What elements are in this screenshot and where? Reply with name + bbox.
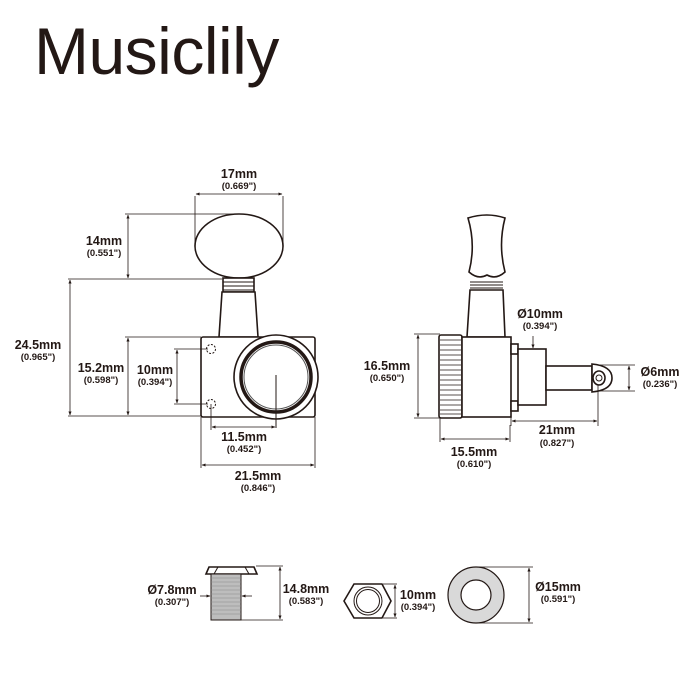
tuner-knob-front [194, 213, 284, 279]
string-post-side [545, 365, 593, 391]
bushing-side [517, 348, 547, 406]
dim-nut-size-in: (0.394") [401, 602, 436, 613]
tuner-knob-side [467, 214, 506, 278]
dim-knob-width-mm: 17mm [221, 167, 257, 181]
housing-side [461, 336, 512, 418]
dim-bushing-diameter-mm: Ø10mm [517, 307, 563, 321]
dim-bushing-height-in: (0.583") [289, 596, 324, 607]
dim-housing-height-in: (0.598") [84, 375, 119, 386]
dim-knob-height-mm: 14mm [86, 234, 122, 248]
dim-gear-height-mm: 16.5mm [364, 359, 411, 373]
knob-shaft-front [218, 291, 259, 338]
dim-hole-to-post-in: (0.452") [227, 444, 262, 455]
knob-collar-side [470, 281, 503, 289]
dim-bushing-diameter-mm: Ø7.8mm [147, 583, 196, 597]
brand-logo: Musiclily [34, 14, 279, 88]
dim-nut-size-mm: 10mm [400, 588, 436, 602]
dim-bushing-diameter-in: (0.394") [523, 321, 558, 332]
knob-shaft-side [466, 289, 506, 338]
dim-housing-height-mm: 15.2mm [78, 361, 125, 375]
dim-bushing-diameter-in: (0.307") [155, 597, 190, 608]
bushing-flange [204, 566, 259, 575]
dim-bushing-height-mm: 14.8mm [283, 582, 330, 596]
bushing-threaded-body [210, 573, 242, 621]
dim-housing-width-in: (0.846") [241, 483, 276, 494]
front-view: 17mm (0.669") 14mm (0.551") 24.5mm (0.96… [15, 167, 319, 494]
dim-washer-diameter-mm: Ø15mm [535, 580, 581, 594]
screw-hole-icon [206, 344, 216, 354]
side-view: Ø10mm (0.394") 16.5mm (0.650") Ø6mm (0.2… [364, 214, 680, 470]
dim-total-height-mm: 24.5mm [15, 338, 62, 352]
dim-post-diameter-mm: Ø6mm [641, 365, 680, 379]
dim-gear-height-in: (0.650") [370, 373, 405, 384]
dim-housing-depth-in: (0.610") [457, 459, 492, 470]
dim-post-diameter-in: (0.236") [643, 379, 678, 390]
dim-knob-width-in: (0.669") [222, 181, 257, 192]
dim-post-length-in: (0.827") [540, 438, 575, 449]
dim-knob-height-in: (0.551") [87, 248, 122, 259]
dim-housing-depth-mm: 15.5mm [451, 445, 498, 459]
screw-hole-icon [206, 399, 216, 409]
dim-total-height-in: (0.965") [21, 352, 56, 363]
knurled-gear-side [438, 334, 463, 419]
dim-housing-width-mm: 21.5mm [235, 469, 282, 483]
hardware: Ø7.8mm (0.307") 14.8mm (0.583") 10mm (0.… [147, 565, 581, 624]
dim-post-length-mm: 21mm [539, 423, 575, 437]
dim-screw-spacing-mm: 10mm [137, 363, 173, 377]
dim-washer-diameter-in: (0.591") [541, 594, 576, 605]
dim-hole-to-post-mm: 11.5mm [221, 430, 267, 444]
dim-screw-spacing-in: (0.394") [138, 377, 173, 388]
knob-collar [222, 277, 255, 293]
